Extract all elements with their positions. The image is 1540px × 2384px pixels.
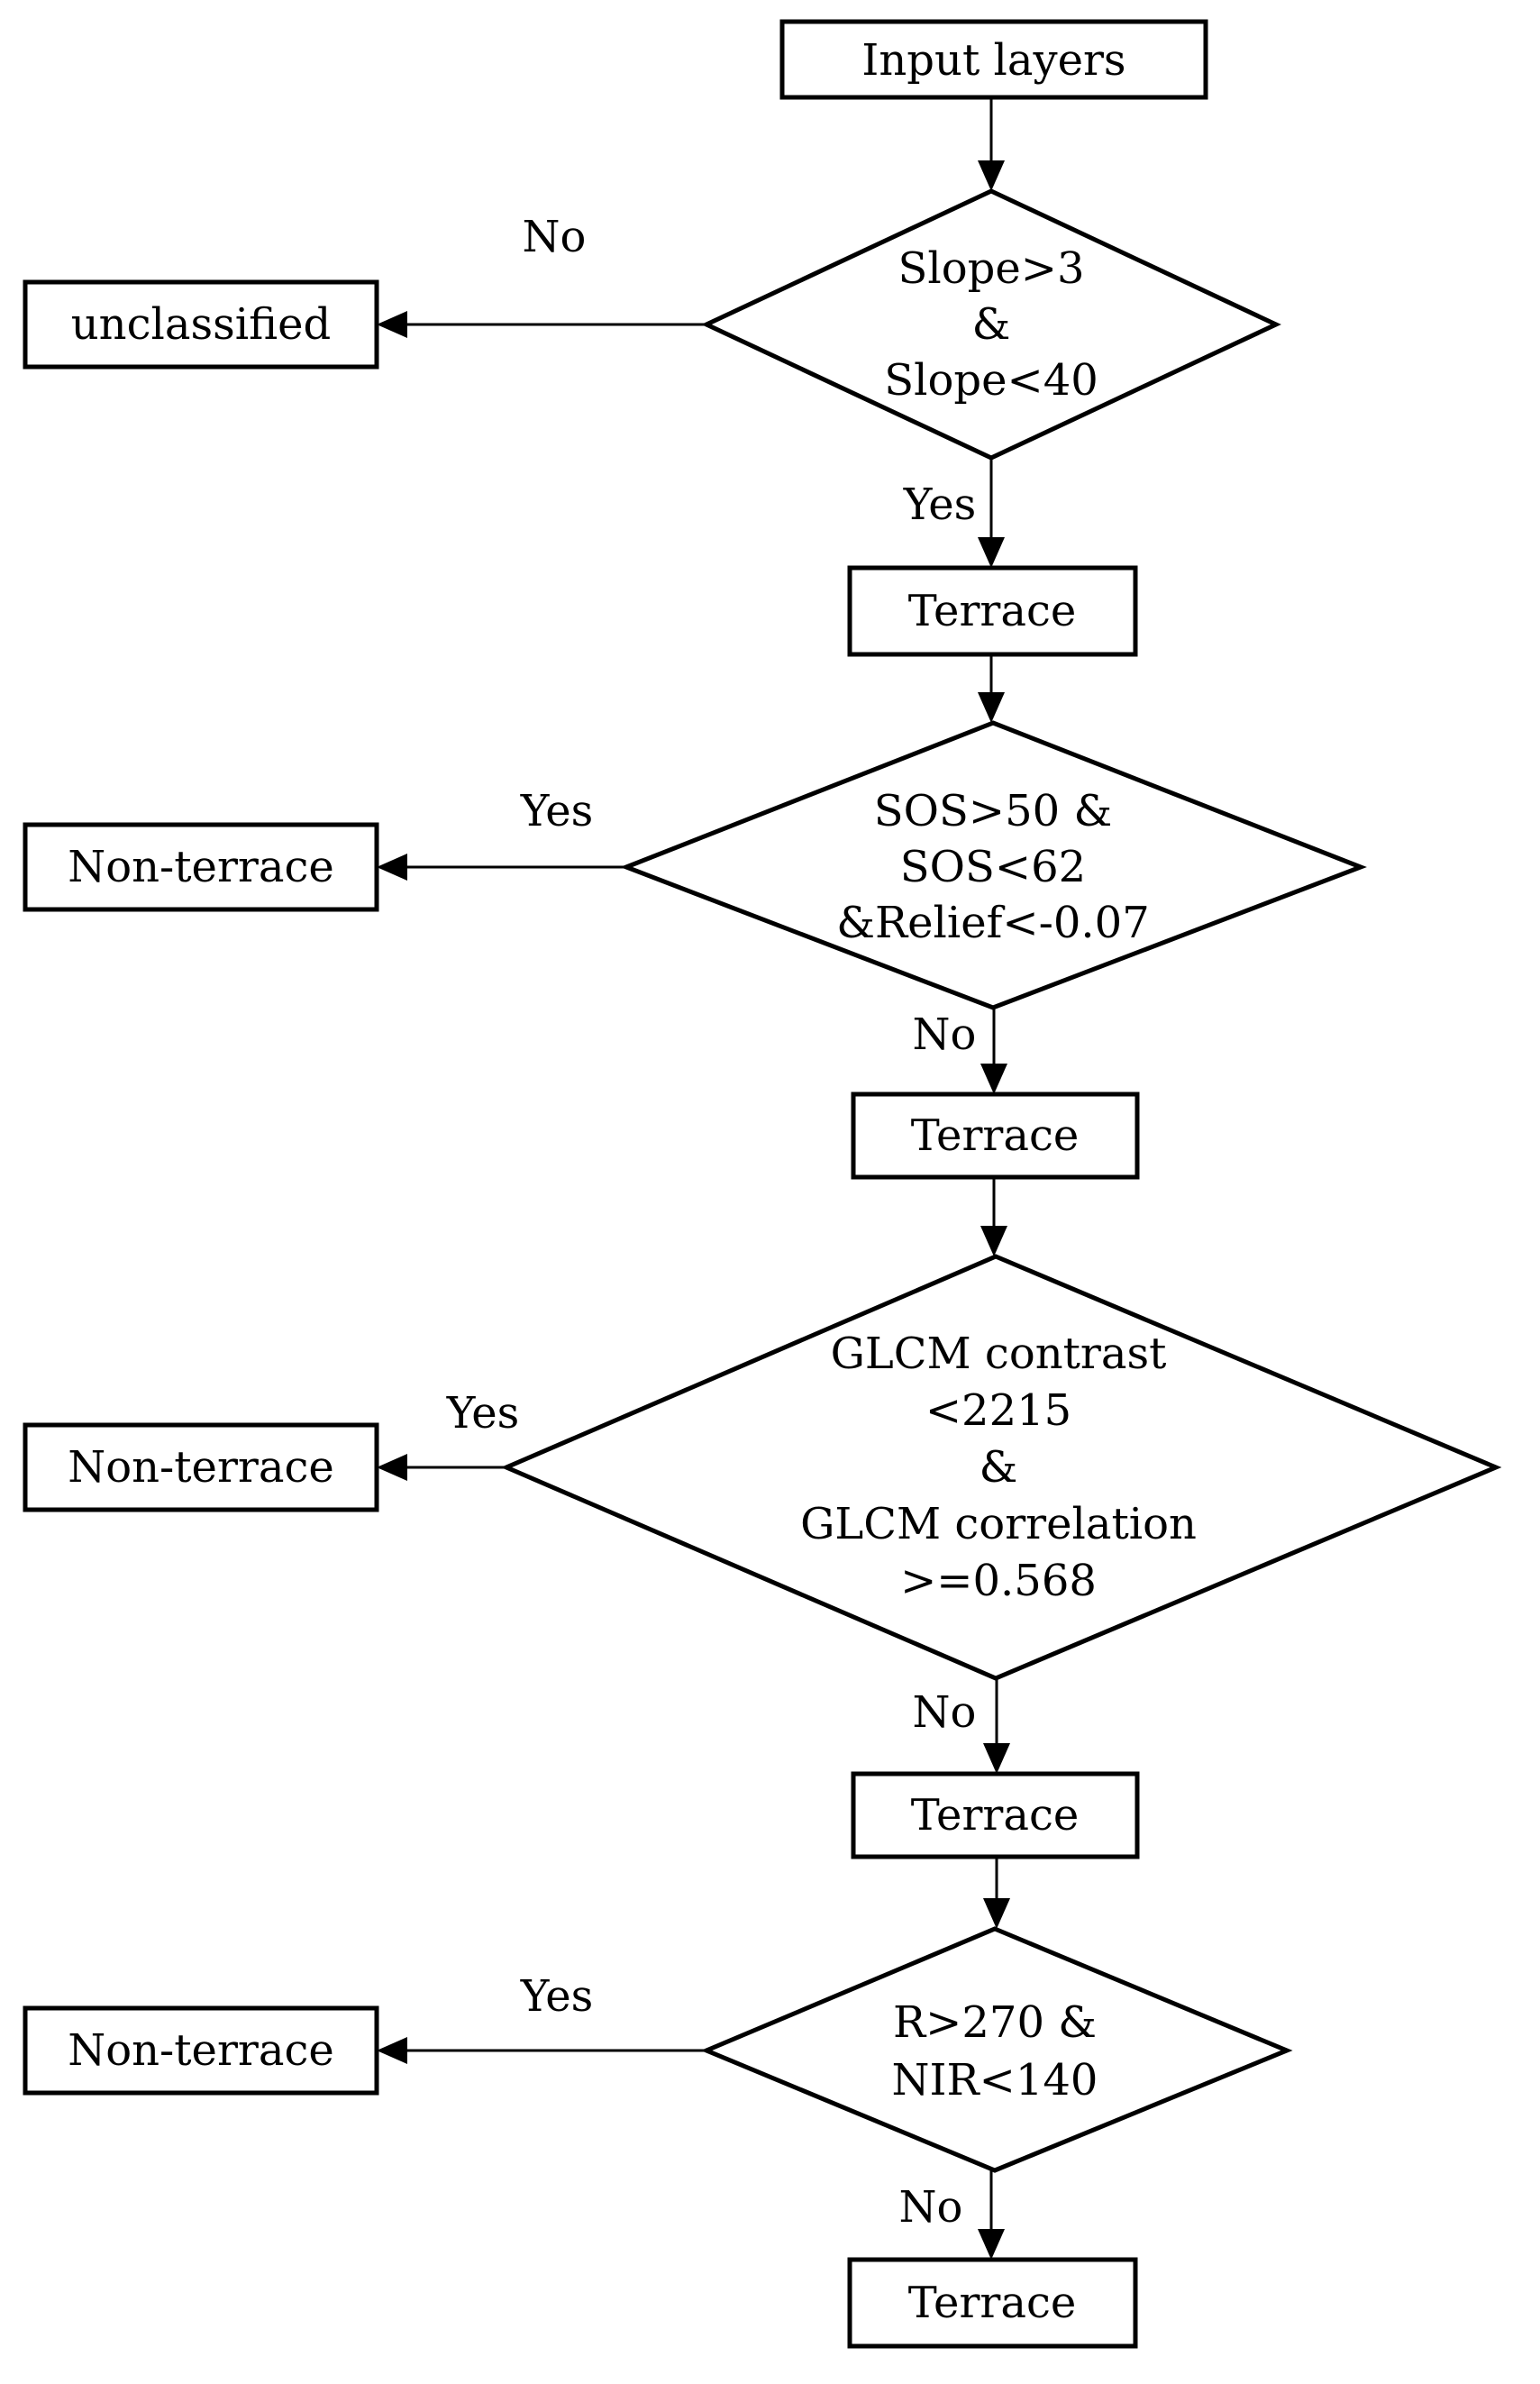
decision-r-nir: R>270 & NIR<140 — [700, 1926, 1293, 2173]
input-layers-label: Input layers — [861, 35, 1125, 86]
connector-terrace2-to-dec3 — [980, 1177, 1007, 1256]
edge-label-dec2-side: Yes — [520, 786, 594, 836]
edge-label-dec4-side: Yes — [520, 1971, 594, 2022]
decision-rnir-line-1: R>270 & — [893, 1997, 1097, 2048]
decision-sos-relief: SOS>50 & SOS<62 &Relief<-0.07 — [620, 720, 1367, 1010]
decision-slope-line-1: Slope>3 — [898, 243, 1084, 294]
decision-glcm-line-5: >=0.568 — [900, 1556, 1097, 1606]
non-terrace-label-3: Non-terrace — [68, 2025, 334, 2076]
terrace-box-4: Terrace — [847, 2257, 1138, 2349]
decision-slope-line-2: & — [972, 299, 1011, 350]
unclassified-box: unclassified — [23, 279, 379, 370]
terrace-label-1: Terrace — [908, 586, 1077, 636]
decision-sos-line-1: SOS>50 & — [874, 786, 1112, 836]
decision-slope-line-3: Slope<40 — [884, 355, 1098, 406]
connector-dec2-to-non-terrace — [377, 854, 626, 881]
terrace-label-2: Terrace — [911, 1110, 1080, 1161]
connector-terrace3-to-dec4 — [983, 1857, 1010, 1929]
connector-dec3-to-non-terrace — [377, 1454, 506, 1481]
edge-label-dec4-down: No — [899, 2182, 963, 2233]
decision-glcm-line-3: & — [980, 1442, 1018, 1493]
terrace-box-1: Terrace — [847, 565, 1138, 657]
decision-sos-line-2: SOS<62 — [900, 842, 1086, 892]
connector-dec3-to-terrace3 — [983, 1678, 1010, 1774]
connector-dec1-to-unclassified — [377, 311, 706, 338]
terrace-box-2: Terrace — [851, 1092, 1140, 1180]
connector-dec2-to-terrace2 — [980, 1008, 1007, 1094]
decision-glcm: GLCM contrast <2215 & GLCM correlation >… — [500, 1254, 1502, 1681]
non-terrace-box-3: Non-terrace — [23, 2005, 379, 2096]
connector-dec4-to-non-terrace — [377, 2037, 706, 2064]
decision-rnir-line-2: NIR<140 — [892, 2055, 1098, 2105]
decision-sos-line-3: &Relief<-0.07 — [836, 898, 1149, 948]
edge-label-dec3-down: No — [913, 1687, 977, 1738]
connector-dec1-to-terrace1 — [978, 458, 1005, 568]
connector-input-to-dec1 — [978, 97, 1005, 191]
non-terrace-label-1: Non-terrace — [68, 842, 334, 892]
edge-label-dec1-down: Yes — [903, 480, 977, 530]
terrace-label-3: Terrace — [911, 1790, 1080, 1841]
unclassified-label: unclassified — [71, 299, 331, 350]
terrace-label-4: Terrace — [908, 2278, 1077, 2328]
decision-glcm-line-4: GLCM correlation — [800, 1499, 1197, 1549]
non-terrace-label-2: Non-terrace — [68, 1442, 334, 1493]
decision-glcm-line-2: <2215 — [925, 1385, 1071, 1436]
edge-label-dec1-side: No — [523, 212, 587, 262]
connector-terrace1-to-dec2 — [978, 654, 1005, 723]
decision-glcm-line-1: GLCM contrast — [831, 1329, 1167, 1379]
input-layers-box: Input layers — [779, 19, 1208, 100]
edge-label-dec2-down: No — [913, 1009, 977, 1060]
decision-slope: Slope>3 & Slope<40 — [701, 188, 1281, 461]
non-terrace-box-2: Non-terrace — [23, 1422, 379, 1512]
edge-label-dec3-side: Yes — [446, 1388, 520, 1439]
terrace-box-3: Terrace — [851, 1771, 1140, 1859]
connector-dec4-to-terrace4 — [978, 2170, 1005, 2260]
non-terrace-box-1: Non-terrace — [23, 822, 379, 912]
